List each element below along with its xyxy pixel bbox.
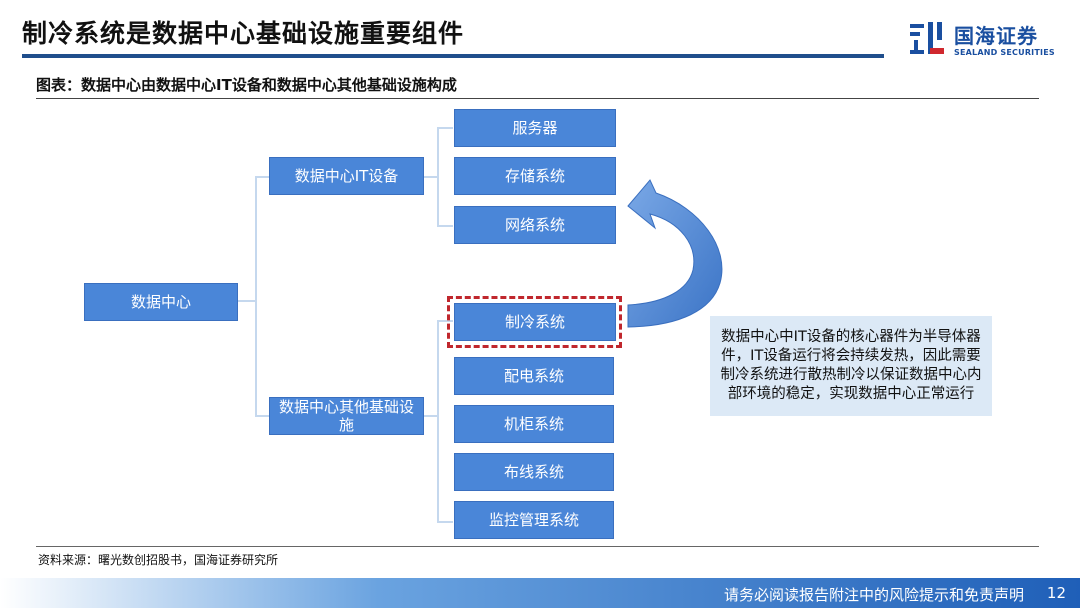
page-number: 12 [1046,584,1066,602]
disclaimer-text: 请务必阅读报告附注中的风险提示和免责声明 [723,586,1024,604]
node-server: 服务器 [454,109,616,147]
connector [437,320,439,522]
source-text: 资料来源：曙光数创招股书，国海证券研究所 [38,553,279,567]
node-cabinet: 机柜系统 [454,405,614,443]
connector [255,415,269,417]
node-network: 网络系统 [454,206,616,244]
node-root: 数据中心 [84,283,238,321]
connector [437,127,439,226]
node-branch-infra: 数据中心其他基础设施 [269,397,424,435]
highlight-frame [447,296,622,348]
caption-divider [36,98,1039,99]
source-divider [36,546,1039,547]
connector [437,320,453,322]
connector [437,521,453,523]
title-divider [22,54,884,58]
explanation-note: 数据中心中IT设备的核心器件为半导体器件，IT设备运行将会持续发热，因此需要制冷… [710,316,992,416]
connector [437,225,453,227]
footer-bar [0,578,1080,608]
sealand-logo-icon [910,22,944,54]
logo-text-cn: 国海证券 [954,24,1038,48]
node-cabling: 布线系统 [454,453,614,491]
brand-logo: 国海证券 SEALAND SECURITIES [908,18,1068,62]
node-monitoring: 监控管理系统 [454,501,614,539]
connector [424,415,438,417]
connector [238,300,256,302]
logo-text-en: SEALAND SECURITIES [954,48,1055,57]
node-cooling: 制冷系统 [454,303,616,341]
figure-caption: 图表：数据中心由数据中心IT设备和数据中心其他基础设施构成 [36,76,457,94]
connector [424,176,438,178]
connector [255,176,257,416]
page-title: 制冷系统是数据中心基础设施重要组件 [22,19,465,48]
node-storage: 存储系统 [454,157,616,195]
connector [255,176,269,178]
node-branch-it: 数据中心IT设备 [269,157,424,195]
node-power: 配电系统 [454,357,614,395]
connector [437,127,453,129]
